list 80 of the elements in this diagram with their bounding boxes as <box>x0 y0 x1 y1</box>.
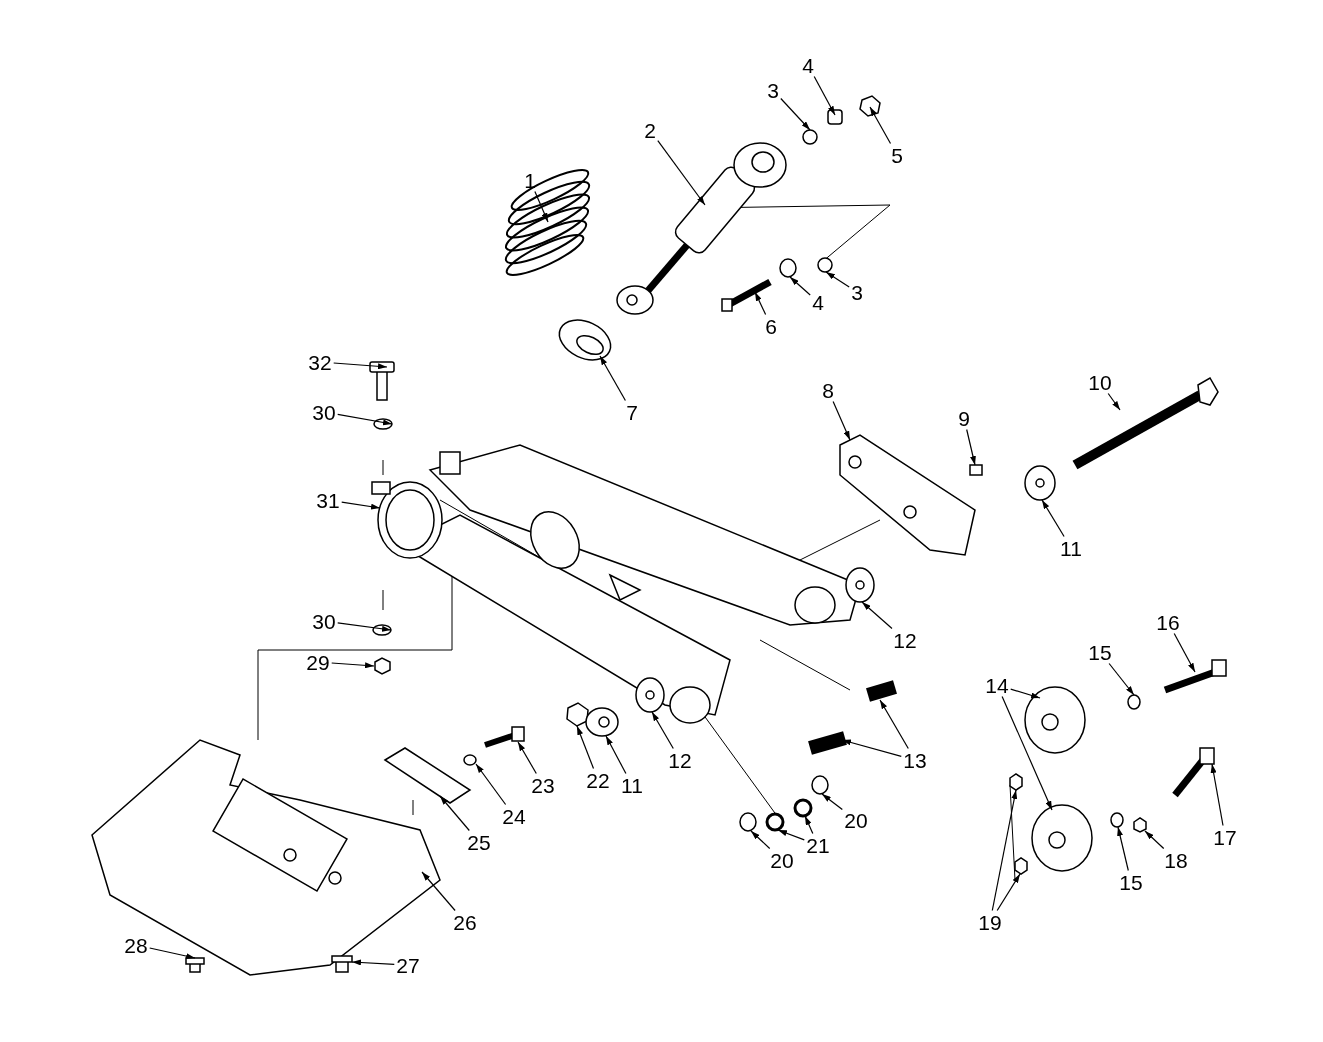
leader-line <box>1108 662 1135 696</box>
callout-number: 4 <box>812 291 824 313</box>
leader-line <box>996 873 1021 912</box>
callout-number: 15 <box>1088 641 1112 663</box>
leader-line <box>754 291 767 316</box>
leader-line <box>421 871 456 912</box>
callout-number: 9 <box>958 407 970 429</box>
leader-line <box>832 400 851 441</box>
callout-number: 12 <box>893 629 917 651</box>
leader-line <box>825 271 850 288</box>
callout-number: 32 <box>308 351 332 373</box>
callout-number: 7 <box>626 401 638 423</box>
callout-number: 11 <box>621 774 643 796</box>
leader-line <box>351 959 395 966</box>
callout-number: 20 <box>844 809 868 831</box>
callout-number: 26 <box>453 911 477 933</box>
leader-line <box>966 428 976 466</box>
leader-line <box>1041 499 1065 538</box>
leader-line <box>869 106 892 145</box>
callout-number: 18 <box>1164 849 1188 871</box>
leader-line <box>1173 632 1196 673</box>
callout-number: 31 <box>316 489 340 511</box>
callout-number: 17 <box>1213 826 1237 848</box>
callout-number: 22 <box>586 769 610 791</box>
leader-line <box>149 947 196 959</box>
callout-number: 3 <box>767 79 779 101</box>
callout-number: 23 <box>531 774 555 796</box>
callout-number: 2 <box>644 119 656 141</box>
callout-number: 19 <box>978 911 1002 933</box>
leader-line <box>821 793 843 811</box>
leader-line <box>331 662 375 669</box>
leader-line <box>789 276 811 296</box>
leader-line <box>605 735 627 775</box>
leader-line <box>599 355 626 402</box>
callout-number: 25 <box>467 831 491 853</box>
leader-line <box>517 741 537 775</box>
callout-number: 20 <box>770 849 794 871</box>
callout-number: 3 <box>851 281 863 303</box>
callout-number: 13 <box>903 749 927 771</box>
leader-line <box>657 140 706 206</box>
callout-number: 28 <box>124 934 148 956</box>
callout-number: 8 <box>822 379 834 401</box>
leader-line <box>879 699 909 750</box>
callout-number: 30 <box>312 610 336 632</box>
callout-number: 5 <box>891 144 903 166</box>
leader-line <box>333 362 388 370</box>
callout-number: 10 <box>1088 371 1112 393</box>
leader-line <box>337 622 392 632</box>
callout-number: 4 <box>802 54 814 76</box>
leader-line <box>813 75 836 116</box>
callout-number: 6 <box>765 315 777 337</box>
callout-number: 21 <box>806 834 830 856</box>
leader-line <box>1107 392 1121 411</box>
leader-line <box>1117 826 1129 872</box>
leader-line <box>341 501 381 510</box>
leader-line <box>804 815 814 835</box>
callout-number: 12 <box>668 749 692 771</box>
leader-line <box>1010 688 1041 699</box>
leader-line <box>750 830 771 850</box>
callout-number: 30 <box>312 401 336 423</box>
leader-line <box>777 829 805 841</box>
callout-number: 11 <box>1060 537 1082 559</box>
callout-number: 24 <box>502 805 526 827</box>
leader-line <box>651 711 674 750</box>
leader-line <box>780 97 811 131</box>
leader-line <box>1001 695 1053 811</box>
leader-line <box>1144 830 1165 850</box>
callout-number: 29 <box>306 651 330 673</box>
callout-number: 15 <box>1119 871 1143 893</box>
leader-line <box>475 763 507 806</box>
callout-number: 16 <box>1156 611 1180 633</box>
leader-line <box>991 789 1018 912</box>
leader-line <box>439 795 470 832</box>
leader-line <box>1210 763 1224 827</box>
callout-number: 14 <box>985 674 1009 696</box>
leader-line <box>337 413 393 426</box>
callout-number: 27 <box>396 954 420 976</box>
leader-line <box>534 190 549 223</box>
leader-line <box>576 725 595 770</box>
leader-line <box>861 601 893 630</box>
